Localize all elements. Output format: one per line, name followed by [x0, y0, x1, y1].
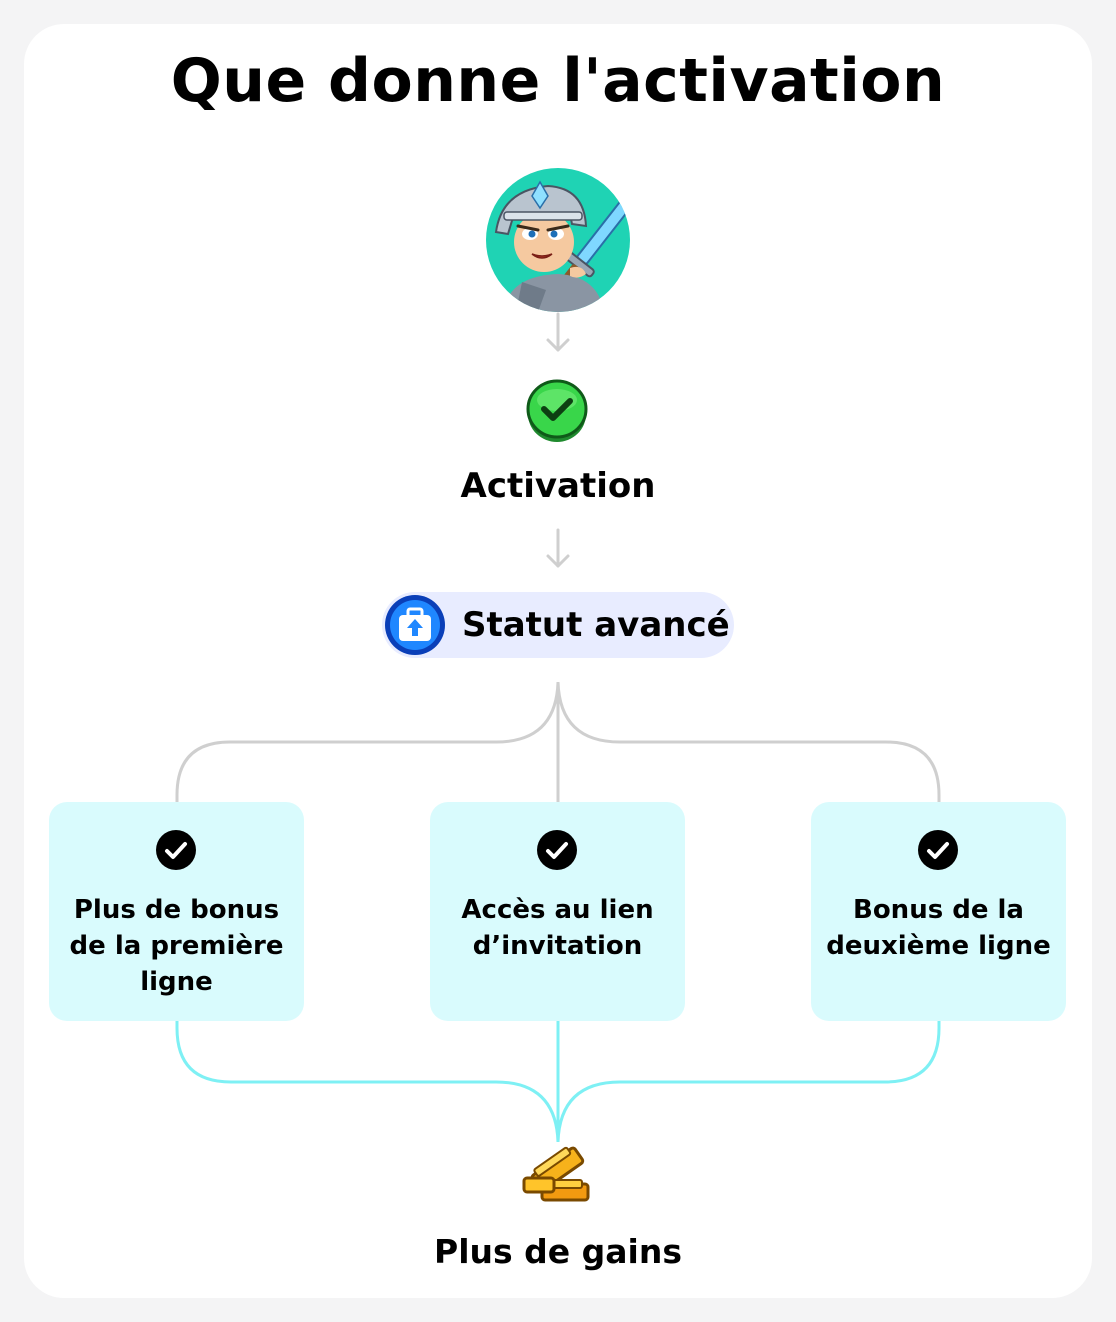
branch-status-to-benefits: [175, 681, 941, 802]
gold-bars-icon: [518, 1140, 598, 1212]
activation-label: Activation: [460, 466, 656, 506]
check-circle-icon: [918, 830, 958, 870]
merge-benefits-to-result: [175, 1021, 941, 1143]
arrow-activation-to-status: [546, 528, 570, 568]
arrow-avatar-to-activation: [546, 312, 570, 352]
check-circle-icon: [537, 830, 577, 870]
benefit-label: Plus de bonus de la première ligne: [69, 895, 284, 997]
knight-avatar-icon: [486, 168, 630, 312]
benefit-card-second-line-bonus: Bonus de la deuxième ligne: [811, 802, 1066, 1021]
result-label: Plus de gains: [434, 1232, 682, 1271]
benefit-label: Accès au lien d’invitation: [461, 895, 654, 961]
benefit-card-first-line-bonus: Plus de bonus de la première ligne: [49, 802, 304, 1021]
green-check-icon: [526, 378, 588, 444]
status-label: Statut avancé: [462, 605, 730, 645]
check-circle-icon: [156, 830, 196, 870]
benefit-label: Bonus de la deuxième ligne: [826, 895, 1051, 961]
briefcase-upgrade-icon: [384, 594, 446, 656]
page-title: Que donne l'activation: [170, 46, 946, 116]
status-pill: Statut avancé: [382, 592, 734, 658]
benefit-card-invitation-link: Accès au lien d’invitation: [430, 802, 685, 1021]
